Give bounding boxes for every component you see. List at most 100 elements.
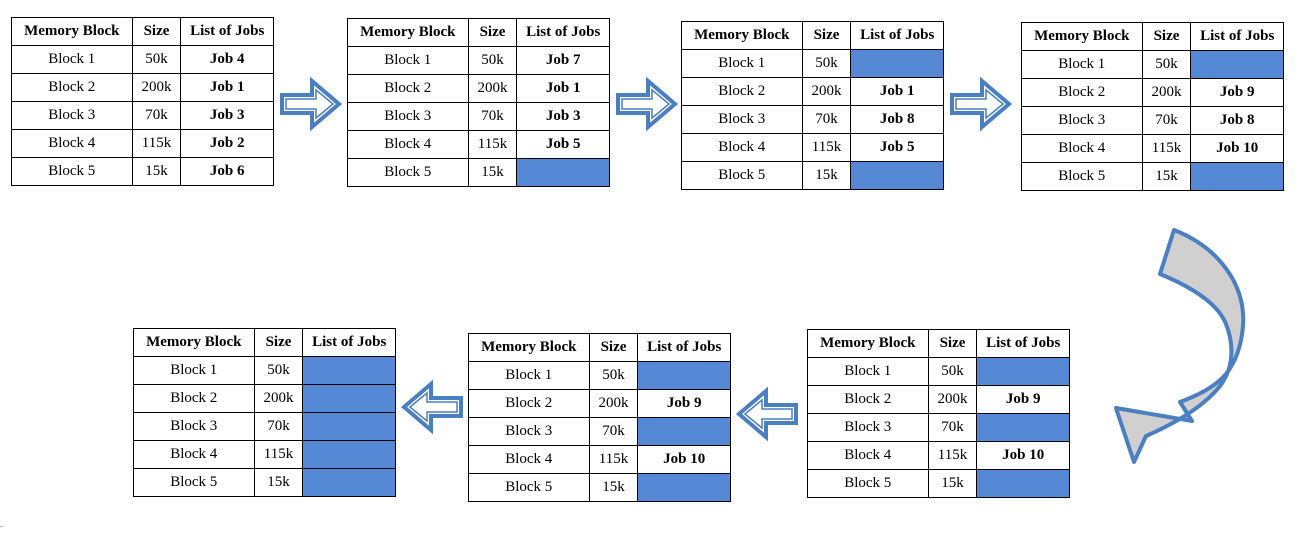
column-header: Memory Block bbox=[11, 17, 133, 46]
block-name-cell: Block 3 bbox=[807, 413, 929, 442]
block-size-cell: 50k bbox=[801, 49, 852, 78]
block-size-cell: 200k bbox=[588, 389, 639, 418]
block-name-cell: Block 4 bbox=[807, 441, 929, 470]
column-header: List of Jobs bbox=[516, 18, 610, 47]
column-header: Size bbox=[131, 17, 182, 46]
block-name-cell: Block 2 bbox=[347, 74, 469, 103]
job-cell: Job 10 bbox=[637, 445, 731, 474]
block-name-cell: Block 3 bbox=[133, 412, 255, 441]
block-size-cell: 70k bbox=[467, 102, 518, 131]
block-size-cell: 70k bbox=[588, 417, 639, 446]
block-name-cell: Block 1 bbox=[807, 357, 929, 386]
right-arrow-icon bbox=[616, 76, 679, 132]
free-block-cell bbox=[850, 161, 944, 190]
block-size-cell: 70k bbox=[927, 413, 978, 442]
block-size-cell: 200k bbox=[927, 385, 978, 414]
block-name-cell: Block 5 bbox=[681, 161, 803, 190]
block-size-cell: 115k bbox=[467, 130, 518, 159]
job-cell: Job 8 bbox=[850, 105, 944, 134]
free-block-cell bbox=[302, 412, 396, 441]
block-size-cell: 15k bbox=[927, 469, 978, 498]
free-block-cell bbox=[302, 440, 396, 469]
free-block-cell bbox=[976, 357, 1070, 386]
job-cell: Job 10 bbox=[976, 441, 1070, 470]
job-cell: Job 3 bbox=[516, 102, 610, 131]
column-header: Memory Block bbox=[681, 21, 803, 50]
block-size-cell: 50k bbox=[1141, 50, 1192, 79]
block-name-cell: Block 5 bbox=[1021, 162, 1143, 191]
column-header: Size bbox=[1141, 22, 1192, 51]
block-size-cell: 70k bbox=[1141, 106, 1192, 135]
block-name-cell: Block 5 bbox=[347, 158, 469, 187]
column-header: Size bbox=[253, 328, 304, 357]
block-name-cell: Block 5 bbox=[11, 157, 133, 186]
block-size-cell: 70k bbox=[253, 412, 304, 441]
block-size-cell: 115k bbox=[588, 445, 639, 474]
free-block-cell bbox=[1190, 50, 1284, 79]
block-size-cell: 70k bbox=[801, 105, 852, 134]
block-name-cell: Block 2 bbox=[807, 385, 929, 414]
free-block-cell bbox=[637, 361, 731, 390]
block-name-cell: Block 4 bbox=[1021, 134, 1143, 163]
block-name-cell: Block 5 bbox=[807, 469, 929, 498]
block-name-cell: Block 1 bbox=[11, 45, 133, 74]
block-name-cell: Block 2 bbox=[1021, 78, 1143, 107]
block-name-cell: Block 3 bbox=[11, 101, 133, 130]
block-name-cell: Block 2 bbox=[468, 389, 590, 418]
job-cell: Job 1 bbox=[180, 73, 274, 102]
corner-mark bbox=[0, 526, 3, 527]
block-name-cell: Block 1 bbox=[133, 356, 255, 385]
block-name-cell: Block 1 bbox=[1021, 50, 1143, 79]
column-header: Memory Block bbox=[347, 18, 469, 47]
job-cell: Job 7 bbox=[516, 46, 610, 75]
free-block-cell bbox=[302, 384, 396, 413]
curved-arrow-icon bbox=[1114, 228, 1246, 464]
block-size-cell: 200k bbox=[1141, 78, 1192, 107]
job-cell: Job 2 bbox=[180, 129, 274, 158]
column-header: List of Jobs bbox=[976, 329, 1070, 358]
block-size-cell: 200k bbox=[131, 73, 182, 102]
column-header: Size bbox=[588, 333, 639, 362]
job-cell: Job 6 bbox=[180, 157, 274, 186]
left-arrow-icon bbox=[400, 379, 463, 435]
job-cell: Job 1 bbox=[850, 77, 944, 106]
block-name-cell: Block 2 bbox=[681, 77, 803, 106]
block-name-cell: Block 5 bbox=[133, 468, 255, 497]
block-size-cell: 50k bbox=[927, 357, 978, 386]
free-block-cell bbox=[637, 417, 731, 446]
column-header: Memory Block bbox=[133, 328, 255, 357]
job-cell: Job 8 bbox=[1190, 106, 1284, 135]
block-size-cell: 15k bbox=[801, 161, 852, 190]
block-name-cell: Block 1 bbox=[681, 49, 803, 78]
block-size-cell: 50k bbox=[467, 46, 518, 75]
block-size-cell: 70k bbox=[131, 101, 182, 130]
free-block-cell bbox=[302, 356, 396, 385]
block-size-cell: 200k bbox=[467, 74, 518, 103]
free-block-cell bbox=[976, 413, 1070, 442]
right-arrow-icon bbox=[280, 76, 343, 132]
block-size-cell: 50k bbox=[131, 45, 182, 74]
job-cell: Job 4 bbox=[180, 45, 274, 74]
